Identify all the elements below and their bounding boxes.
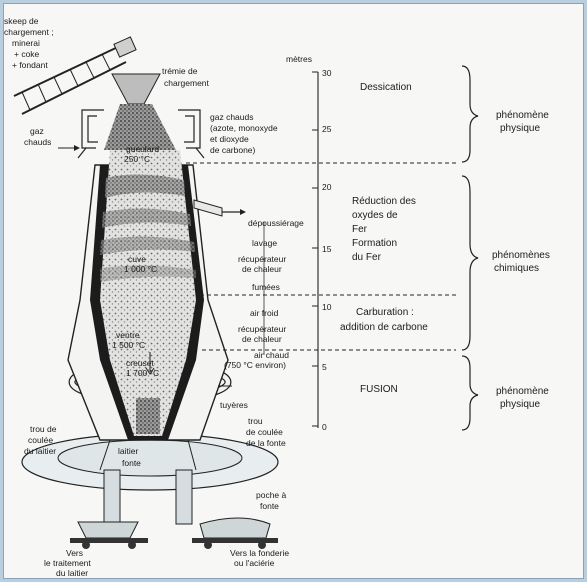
skip-label-3: minerai bbox=[12, 38, 40, 48]
gaz-right-3: et dioxyde bbox=[210, 134, 249, 144]
tremie-label-2: chargement bbox=[164, 78, 210, 88]
depoussierage-label: dépoussiérage bbox=[248, 218, 304, 228]
creuset-label: creuset bbox=[126, 358, 155, 368]
zone-carburation-2: addition de carbone bbox=[340, 322, 428, 333]
phenomena-1b: physique bbox=[500, 123, 540, 134]
phenomena-2a: phénomènes bbox=[492, 250, 550, 261]
charging-hopper bbox=[112, 74, 160, 104]
tick-30: 30 bbox=[322, 68, 332, 78]
cuve-label: cuve bbox=[128, 254, 146, 264]
cuve-temp: 1 000 °C bbox=[124, 264, 157, 274]
lavage-label: lavage bbox=[252, 238, 277, 248]
tick-5: 5 bbox=[322, 362, 327, 372]
tick-0: 0 bbox=[322, 422, 327, 432]
skip-label-1: skeep de bbox=[4, 16, 39, 26]
fonte-label: fonte bbox=[122, 458, 141, 468]
phenomena-2b: chimiques bbox=[494, 263, 539, 274]
zone-reduction-2: oxydes de bbox=[352, 210, 398, 221]
zone-reduction-5: du Fer bbox=[352, 252, 382, 263]
phenomena-3a: phénomène bbox=[496, 386, 549, 397]
slag-flow bbox=[104, 470, 120, 522]
tick-25: 25 bbox=[322, 124, 332, 134]
tick-20: 20 bbox=[322, 182, 332, 192]
trou-laitier-1: trou de bbox=[30, 424, 57, 434]
gaz-left-2: chauds bbox=[24, 137, 51, 147]
air-chaud-label-2: (750 °C environ) bbox=[224, 360, 286, 370]
hearth-liquid bbox=[136, 398, 160, 434]
air-froid-label: air froid bbox=[250, 308, 279, 318]
air-chaud-label-1: air chaud bbox=[254, 350, 289, 360]
zone-dessication: Dessication bbox=[360, 82, 412, 93]
zone-fusion: FUSION bbox=[360, 384, 398, 395]
base-ring-inner bbox=[58, 440, 242, 476]
tremie-label-1: trémie de bbox=[162, 66, 198, 76]
ventre-temp: 1 500 °C bbox=[112, 340, 145, 350]
tick-15: 15 bbox=[322, 244, 332, 254]
trou-laitier-2: coulée bbox=[28, 435, 53, 445]
gaz-left-1: gaz bbox=[30, 126, 44, 136]
slag-wagon bbox=[70, 522, 148, 549]
zone-reduction-4: Formation bbox=[352, 238, 397, 249]
poche-label-2: fonte bbox=[260, 501, 279, 511]
gueulard-label: gueulard bbox=[126, 144, 159, 154]
skip-label-4: + coke bbox=[14, 49, 40, 59]
skip-label-5: + fondant bbox=[12, 60, 48, 70]
recup2-label-2: de chaleur bbox=[242, 334, 282, 344]
scale-unit: mètres bbox=[286, 54, 312, 64]
vers-laitier-3: du laitier bbox=[56, 568, 88, 578]
recup2-label-1: récupérateur bbox=[238, 324, 286, 334]
zone-braces bbox=[462, 66, 478, 430]
vers-laitier-1: Vers bbox=[66, 548, 83, 558]
tick-10: 10 bbox=[322, 302, 332, 312]
vers-fonderie-1: Vers la fonderie bbox=[230, 548, 289, 558]
gaz-right-2: (azote, monoxyde bbox=[210, 123, 278, 133]
ventre-label: ventre bbox=[116, 330, 140, 340]
creuset-temp: 1 700 °C bbox=[126, 368, 159, 378]
zone-carburation-1: Carburation : bbox=[356, 307, 414, 318]
zone-reduction-3: Fer bbox=[352, 224, 368, 235]
zone-reduction-1: Réduction des bbox=[352, 196, 416, 207]
laitier-label: laitier bbox=[118, 446, 138, 456]
trou-fonte-1: trou bbox=[248, 416, 263, 426]
gueulard-temp: 250 °C bbox=[124, 154, 150, 164]
recup1-label-1: récupérateur bbox=[238, 254, 286, 264]
trou-fonte-2: de coulée bbox=[246, 427, 283, 437]
recup1-label-2: de chaleur bbox=[242, 264, 282, 274]
iron-ladle-wagon bbox=[192, 518, 278, 549]
vers-fonderie-2: ou l'aciérie bbox=[234, 558, 275, 568]
skip-label-2: chargement ; bbox=[4, 27, 54, 37]
iron-flow bbox=[176, 470, 192, 524]
gaz-right-4: de carbone) bbox=[210, 145, 256, 155]
trou-fonte-3: de la fonte bbox=[246, 438, 286, 448]
phenomena-3b: physique bbox=[500, 399, 540, 410]
fumees-label: fumées bbox=[252, 282, 280, 292]
poche-label-1: poche à bbox=[256, 490, 287, 500]
phenomena-1a: phénomène bbox=[496, 110, 549, 121]
vers-laitier-2: le traitement bbox=[44, 558, 91, 568]
gaz-right-1: gaz chauds bbox=[210, 112, 253, 122]
trou-laitier-3: du laitier bbox=[24, 446, 56, 456]
tuyeres-label: tuyères bbox=[220, 400, 248, 410]
